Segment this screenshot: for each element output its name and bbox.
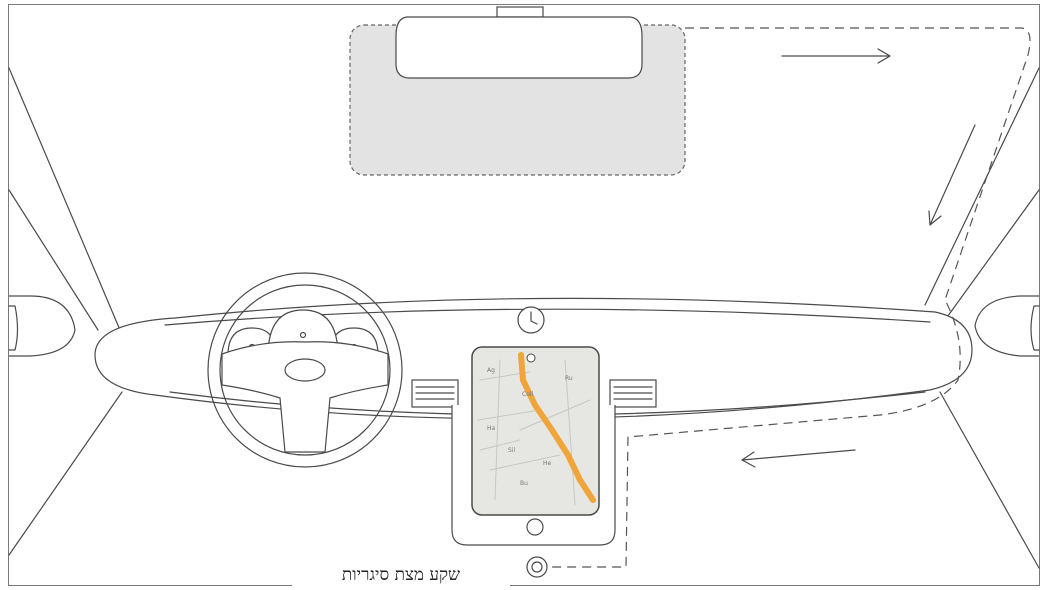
air-vent-right [610,380,656,407]
navigation-map-screen: Coll Ha Sil He Ru Bu Ag [472,347,599,515]
route-start-marker-icon [527,354,535,362]
clock-icon [518,307,544,333]
side-mirror-left [9,296,75,356]
map-road-label: Ag [487,367,495,374]
cigarette-lighter-socket-icon [527,557,547,577]
cable-direction-arrow-down-icon [929,125,975,225]
home-button-icon [527,519,543,535]
steering-wheel [208,273,402,467]
cigarette-lighter-socket-label: שקע מצת סיגריות [292,560,510,590]
map-road-label: Bu [520,480,528,487]
rearview-mirror [396,7,642,78]
map-road-label: Sil [508,447,515,454]
map-road-label: Coll [522,391,534,398]
cable-direction-arrow-right-icon [782,49,890,63]
map-road-label: He [543,460,552,467]
map-road-label: Ru [565,375,573,382]
side-mirror-right [975,296,1039,356]
cable-direction-arrow-left-icon [742,450,855,467]
map-road-label: Ha [487,425,496,432]
air-vent-left [412,380,458,407]
